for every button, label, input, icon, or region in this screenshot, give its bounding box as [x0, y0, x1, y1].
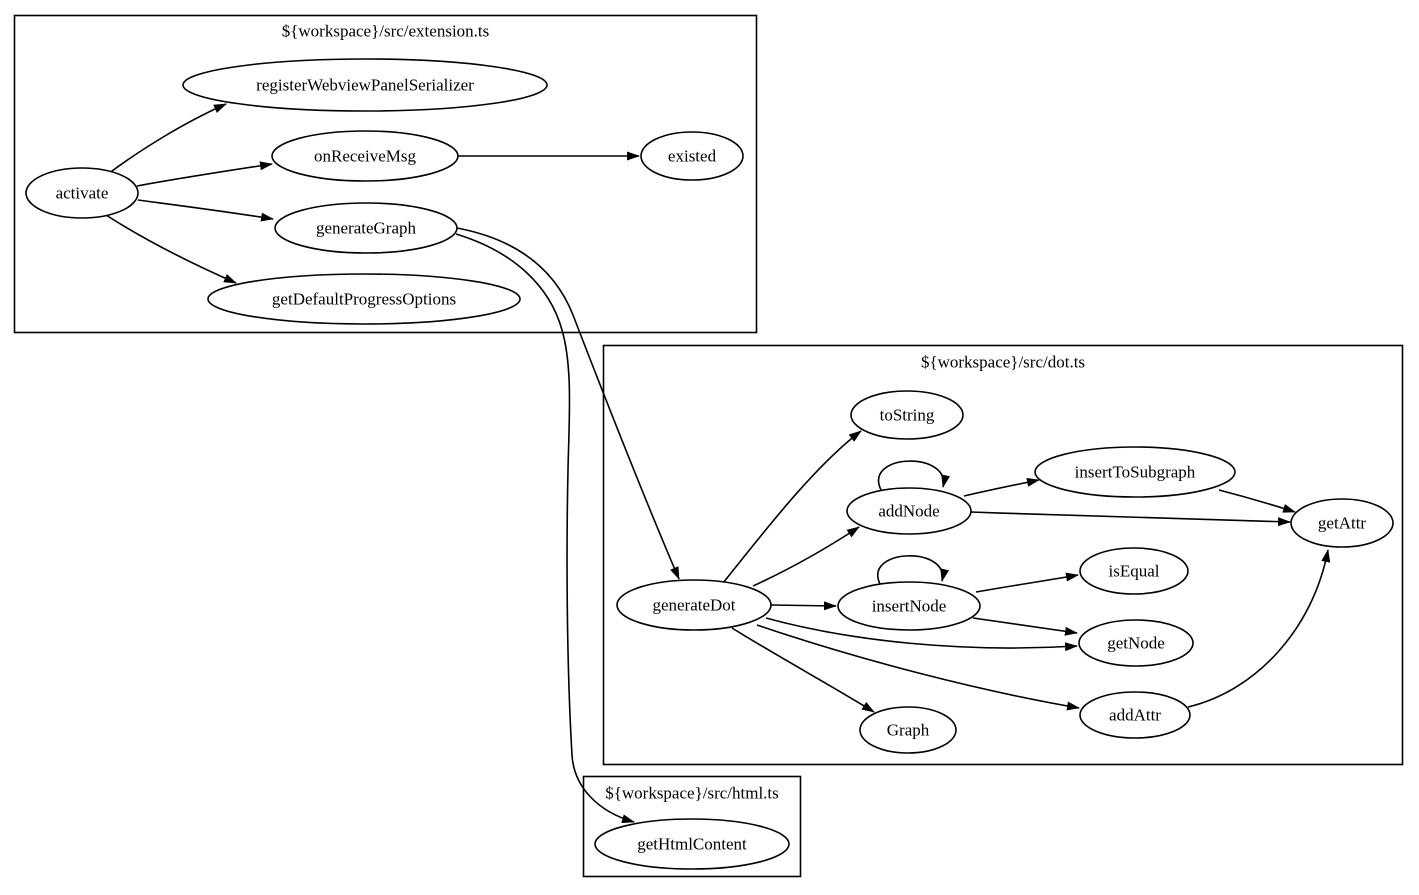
edge-addNode-to-insertToSubgraph	[963, 477, 1040, 497]
node-generateDot-ellipse	[616, 579, 772, 631]
edges-layer	[105, 103, 1331, 824]
node-addNode: addNode	[846, 487, 972, 535]
cluster-dot-box	[602, 344, 1404, 766]
edge-addNode-to-addNode	[877, 460, 950, 491]
node-getAttr: getAttr	[1290, 498, 1394, 548]
cluster-extension-box	[13, 14, 758, 334]
edge-activate-to-registerWebviewPanelSerializer	[107, 103, 227, 175]
node-isEqual-label: isEqual	[1109, 562, 1160, 581]
node-getAttr-ellipse	[1290, 498, 1394, 548]
clusters-layer: ${workspace}/src/extension.ts ${workspace…	[13, 14, 1404, 878]
node-generateDot: generateDot	[616, 579, 772, 631]
node-getHtmlContent: getHtmlContent	[594, 818, 790, 870]
node-onReceiveMsg: onReceiveMsg	[271, 130, 459, 182]
node-registerWebviewPanelSerializer-label: registerWebviewPanelSerializer	[256, 76, 474, 95]
node-insertNode-label: insertNode	[872, 597, 947, 616]
node-getDefaultProgressOptions: getDefaultProgressOptions	[207, 273, 521, 325]
node-activate-ellipse	[25, 167, 139, 219]
node-addAttr: addAttr	[1079, 691, 1191, 739]
node-isEqual: isEqual	[1079, 547, 1189, 595]
node-existed: existed	[640, 131, 744, 181]
node-addNode-ellipse	[846, 487, 972, 535]
edge-addAttr-to-getAttr	[1187, 549, 1331, 708]
node-isEqual-ellipse	[1079, 547, 1189, 595]
node-onReceiveMsg-label: onReceiveMsg	[314, 147, 416, 166]
node-Graph-label: Graph	[887, 721, 930, 740]
edge-insertNode-to-isEqual	[975, 572, 1079, 593]
nodes-layer: activate registerWebviewPanelSerializer on…	[25, 58, 1394, 870]
node-getDefaultProgressOptions-label: getDefaultProgressOptions	[272, 290, 456, 309]
node-getAttr-label: getAttr	[1318, 514, 1366, 533]
node-insertToSubgraph-label: insertToSubgraph	[1075, 463, 1196, 482]
node-getNode: getNode	[1078, 619, 1194, 667]
edge-generateDot-to-toString	[722, 430, 862, 584]
cluster-extension-title: ${workspace}/src/extension.ts	[282, 22, 490, 41]
node-onReceiveMsg-ellipse	[271, 130, 459, 182]
node-toString-label: toString	[880, 406, 935, 425]
node-insertToSubgraph: insertToSubgraph	[1034, 446, 1236, 498]
node-registerWebviewPanelSerializer-ellipse	[182, 58, 548, 112]
edge-generateGraph-to-generateDot	[456, 227, 680, 580]
node-getNode-ellipse	[1078, 619, 1194, 667]
edge-generateDot-to-insertNode	[770, 601, 837, 611]
node-activate: activate	[25, 167, 139, 219]
node-generateGraph: generateGraph	[274, 202, 458, 254]
cluster-html-title: ${workspace}/src/html.ts	[605, 784, 779, 803]
node-getDefaultProgressOptions-ellipse	[207, 273, 521, 325]
node-getHtmlContent-ellipse	[594, 818, 790, 870]
edge-activate-to-getDefaultProgressOptions	[105, 214, 237, 284]
node-insertToSubgraph-ellipse	[1034, 446, 1236, 498]
node-toString-ellipse	[850, 390, 964, 440]
edge-insertNode-to-insertNode	[877, 555, 950, 585]
node-activate-label: activate	[56, 184, 109, 203]
edge-insertToSubgraph-to-getAttr	[1218, 489, 1296, 513]
node-addNode-label: addNode	[878, 502, 939, 521]
edge-generateDot-to-addAttr	[756, 624, 1080, 711]
edge-generateDot-to-addNode	[752, 526, 860, 587]
cluster-dot-title: ${workspace}/src/dot.ts	[921, 353, 1085, 372]
edge-generateGraph-to-getHtmlContent	[455, 233, 635, 824]
edge-generateDot-to-Graph	[731, 627, 875, 713]
edge-activate-to-onReceiveMsg	[136, 161, 273, 187]
node-toString: toString	[850, 390, 964, 440]
node-Graph: Graph	[859, 706, 957, 754]
node-Graph-ellipse	[859, 706, 957, 754]
edge-generateDot-to-getNode	[765, 617, 1078, 652]
node-existed-ellipse	[640, 131, 744, 181]
node-existed-label: existed	[668, 147, 717, 166]
node-generateDot-label: generateDot	[652, 596, 735, 615]
edge-insertNode-to-getNode	[972, 617, 1078, 636]
node-registerWebviewPanelSerializer: registerWebviewPanelSerializer	[182, 58, 548, 112]
node-generateGraph-label: generateGraph	[316, 219, 417, 238]
node-getHtmlContent-label: getHtmlContent	[637, 835, 747, 854]
edge-activate-to-generateGraph	[137, 199, 274, 222]
edge-addNode-to-getAttr	[970, 511, 1291, 527]
node-getNode-label: getNode	[1107, 634, 1165, 653]
node-generateGraph-ellipse	[274, 202, 458, 254]
cluster-html-box	[582, 775, 802, 878]
node-addAttr-label: addAttr	[1109, 706, 1161, 725]
node-addAttr-ellipse	[1079, 691, 1191, 739]
node-insertNode-ellipse	[837, 581, 981, 631]
node-insertNode: insertNode	[837, 581, 981, 631]
